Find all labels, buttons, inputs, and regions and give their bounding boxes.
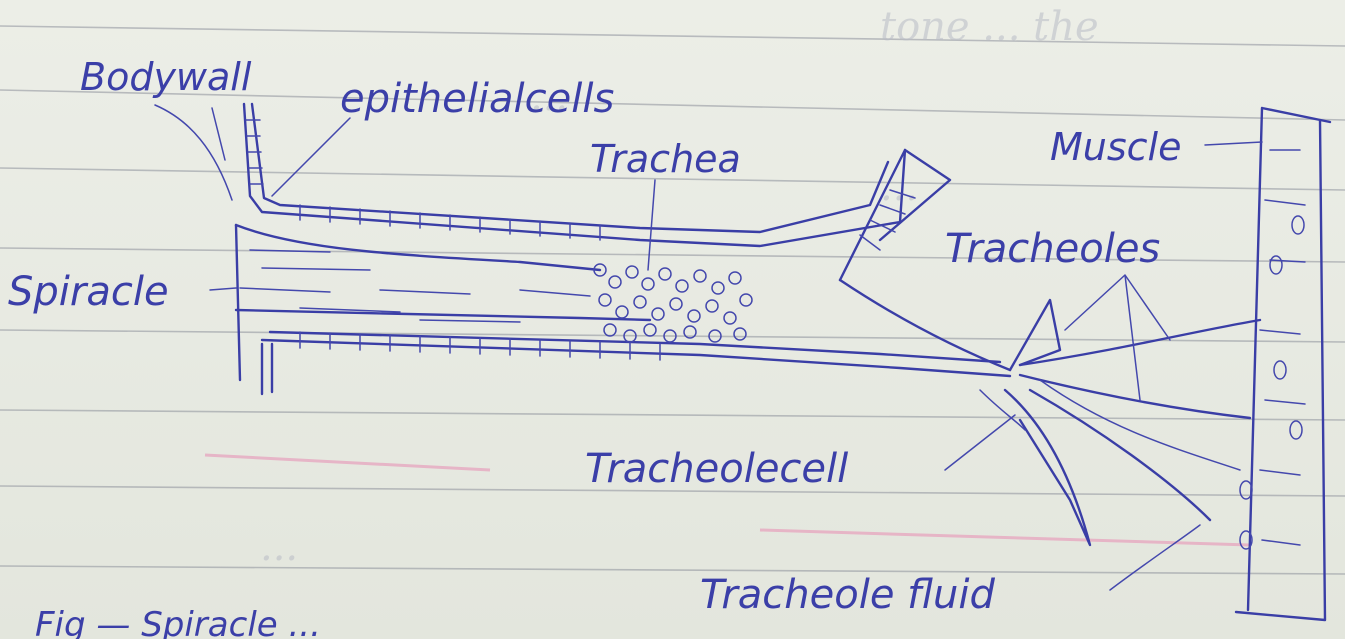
label-tracheole-fluid: Tracheole fluid (700, 572, 995, 618)
svg-text:...: ... (260, 524, 298, 570)
label-trachea: Trachea (590, 137, 741, 181)
epithelial-cell-cluster (594, 264, 752, 342)
muscle-block (1236, 108, 1330, 620)
label-muscle: Muscle (1050, 125, 1182, 169)
tracheole-branches (840, 280, 1260, 545)
label-tracheole-cell: Tracheolecell (585, 446, 848, 492)
figure-caption: Fig — Spiracle ... (35, 605, 321, 639)
label-tracheoles: Tracheoles (945, 226, 1160, 272)
label-body-wall: Bodywall (80, 55, 252, 99)
label-epithelial-cells: epithelialcells (340, 76, 614, 122)
label-spiracle: Spiracle (8, 269, 169, 315)
svg-text:tone ... the: tone ... the (880, 4, 1099, 50)
